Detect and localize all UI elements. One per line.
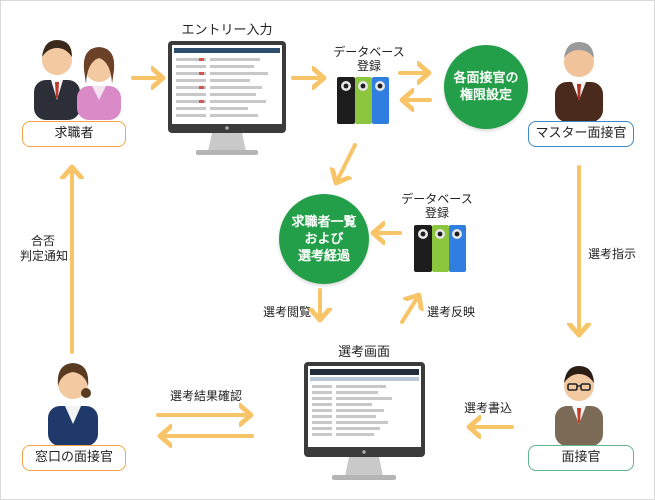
interviewer-label: 面接官 (561, 450, 601, 465)
window-interviewer-node[interactable]: 窓口の面接官 (22, 445, 126, 471)
pass-fail-line1: 合否 (30, 234, 55, 248)
permissions-line1: 各面接官の (453, 71, 519, 86)
list-line2: および (304, 231, 344, 247)
db1-label-line1: データベース (333, 45, 405, 59)
write-label: 選考書込 (463, 401, 512, 415)
pass-fail-label: 合否 判定通知 (20, 234, 69, 264)
reflect-label: 選考反映 (426, 305, 475, 319)
view-label: 選考閲覧 (262, 305, 311, 319)
list-line3: 選考経過 (297, 248, 350, 264)
db1-label: データベース 登録 (329, 45, 409, 73)
confirm-label: 選考結果確認 (169, 389, 242, 403)
permissions-circle: 各面接官の 権限設定 (444, 45, 528, 129)
selection-instruction-label: 選考指示 (587, 247, 636, 261)
db2-label: データベース 登録 (397, 192, 477, 220)
db2-label-line1: データベース (401, 192, 473, 206)
applicant-list-circle: 求職者一覧 および 選考経過 (279, 194, 369, 284)
pass-fail-line2: 判定通知 (20, 249, 69, 263)
arrow-db1-to-list (336, 143, 357, 183)
applicant-node[interactable]: 求職者 (22, 121, 126, 147)
selection-screen-title: 選考画面 (337, 345, 390, 360)
window-interviewer-label: 窓口の面接官 (34, 450, 113, 465)
list-line1: 求職者一覧 (291, 214, 357, 230)
db1-label-line2: 登録 (356, 59, 381, 73)
master-interviewer-node[interactable]: マスター面接官 (528, 121, 634, 147)
applicant-label: 求職者 (54, 126, 94, 141)
master-interviewer-label: マスター面接官 (535, 126, 627, 141)
permissions-line2: 権限設定 (459, 88, 512, 103)
db2-label-line2: 登録 (424, 206, 449, 220)
interviewer-node[interactable]: 面接官 (528, 445, 634, 471)
arrow-selection-to-db2 (400, 295, 419, 324)
entry-screen-title: エントリー入力 (181, 23, 273, 38)
